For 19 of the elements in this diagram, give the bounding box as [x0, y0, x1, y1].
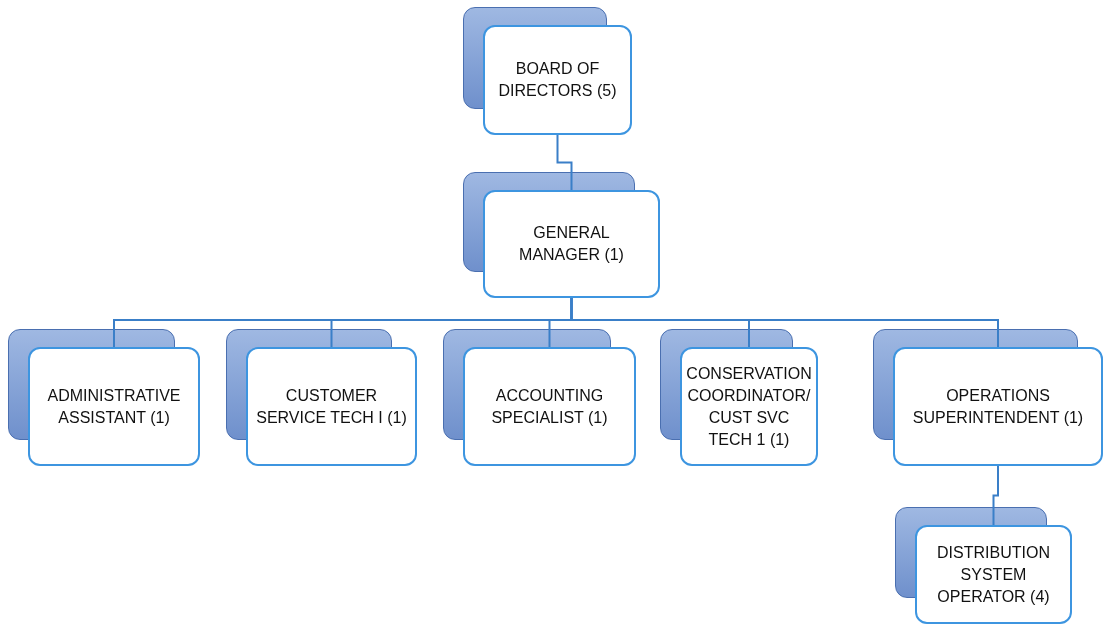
org-box [28, 347, 200, 466]
role-label: DISTRIBUTION SYSTEM OPERATOR (4) [936, 542, 1051, 607]
org-box [483, 190, 660, 298]
role-label: ACCOUNTING SPECIALIST (1) [490, 385, 609, 428]
org-box [483, 25, 632, 135]
role-label: CONSERVATION COORDINATOR/ CUST SVC TECH 1 (1) [686, 363, 812, 450]
org-box [915, 525, 1072, 624]
role-label: GENERAL MANAGER (1) [518, 223, 625, 265]
role-label: CUSTOMER SERVICE TECH I (1) [256, 385, 407, 428]
org-box [893, 347, 1103, 466]
role-label: ADMINISTRATIVE ASSISTANT (1) [46, 385, 182, 428]
org-box [680, 347, 818, 466]
role-label: OPERATIONS SUPERINTENDENT (1) [911, 385, 1085, 428]
org-box [463, 347, 636, 466]
connector-line [570, 297, 999, 348]
connector-line [556, 134, 573, 191]
org-box [246, 347, 417, 466]
role-label: BOARD OF DIRECTORS (5) [497, 59, 618, 101]
connector-line [992, 465, 999, 526]
